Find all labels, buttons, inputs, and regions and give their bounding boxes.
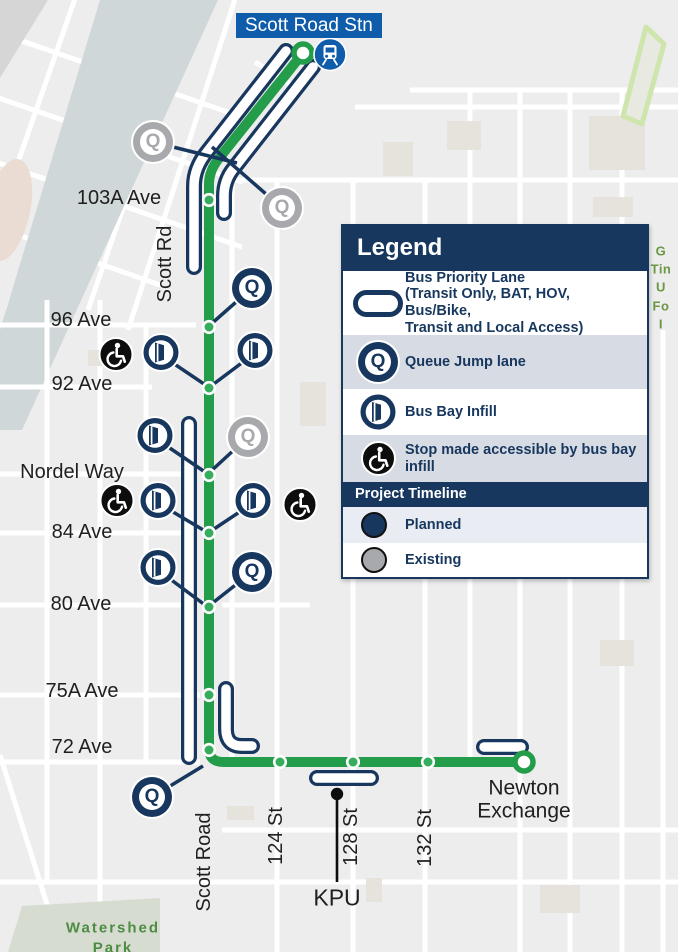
legend-row-accessible: Stop made accessible by bus bay infill bbox=[343, 435, 647, 482]
legend-label: Queue Jump lane bbox=[405, 353, 526, 370]
map-label-72-ave: 72 Ave bbox=[51, 736, 113, 759]
busbay-icon bbox=[141, 333, 181, 378]
legend-label: Bus Bay Infill bbox=[405, 403, 497, 420]
legend-panel: Legend Bus Priority Lane (Transit Only, … bbox=[341, 224, 649, 579]
map-label-scott-rd: Scott Rd bbox=[154, 225, 177, 303]
bus-route-line bbox=[204, 49, 524, 767]
map-label-75a-ave: 75A Ave bbox=[45, 680, 119, 703]
project-timeline-title: Project Timeline bbox=[343, 482, 647, 507]
map-label-nordel-way: Nordel Way bbox=[20, 461, 124, 484]
legend-row-planned: Planned bbox=[343, 507, 647, 543]
watershed-park-area bbox=[8, 898, 160, 952]
legend-row-bus-priority: Bus Priority Lane (Transit Only, BAT, HO… bbox=[343, 269, 647, 336]
bus-bay-infill-icon bbox=[135, 416, 175, 455]
map-label-132-st: 132 St bbox=[414, 809, 437, 867]
queue-jump-icon-existing: Q bbox=[262, 188, 302, 228]
busbay-icon bbox=[138, 548, 178, 593]
map-label-128-st: 128 St bbox=[340, 808, 363, 866]
route-stop bbox=[201, 687, 217, 703]
queue-jump-icon-planned: Q bbox=[132, 777, 172, 817]
queue-jump-icon-planned: Q bbox=[232, 552, 272, 592]
bus-bay-infill-icon bbox=[358, 392, 398, 432]
bus-priority-lane-icon bbox=[351, 289, 405, 317]
legend-row-queue-jump: Q Queue Jump lane bbox=[343, 335, 647, 389]
park-area-outline bbox=[620, 24, 667, 127]
legend-row-bus-bay: Bus Bay Infill bbox=[343, 389, 647, 435]
q-letter: Q bbox=[239, 275, 265, 301]
queue-jump-icon-existing: Q bbox=[228, 417, 268, 457]
wheelchair-icon bbox=[282, 487, 318, 522]
map-label-124-st: 124 St bbox=[265, 807, 288, 865]
terrain-patch bbox=[0, 158, 33, 262]
queue-jump-icon: Q bbox=[351, 342, 405, 382]
queue-jump-icon-planned: Q bbox=[232, 268, 272, 308]
wheelchair-icon bbox=[98, 337, 134, 372]
bus-bay-infill-icon bbox=[138, 481, 178, 520]
route-termini bbox=[291, 41, 536, 774]
busbay-icon bbox=[138, 481, 178, 526]
existing-dot-icon bbox=[361, 547, 405, 573]
train-icon bbox=[313, 37, 347, 77]
map-label-kpu: KPU bbox=[313, 884, 361, 911]
busbay-icon bbox=[233, 481, 273, 526]
busbay-icon bbox=[235, 331, 275, 376]
legend-label: Stop made accessible by bus bay infill bbox=[405, 441, 637, 475]
route-stop bbox=[345, 754, 361, 770]
corner-shape bbox=[0, 0, 48, 78]
wheelchair-icon bbox=[99, 483, 135, 518]
q-letter: Q bbox=[140, 129, 166, 155]
map-label-80-ave: 80 Ave bbox=[50, 593, 112, 616]
queue-jump-icon-existing: Q bbox=[133, 122, 173, 162]
route-stop bbox=[201, 742, 217, 758]
map-label-84-ave: 84 Ave bbox=[51, 521, 113, 544]
route-stop bbox=[201, 467, 217, 483]
legend-label: Existing bbox=[405, 551, 462, 568]
legend-title: Legend bbox=[343, 226, 647, 271]
map-label-watershed: Watershed Park bbox=[65, 919, 161, 952]
q-letter: Q bbox=[269, 195, 295, 221]
legend-label: Bus Priority Lane (Transit Only, BAT, HO… bbox=[405, 269, 584, 336]
map-label-103a-ave: 103A Ave bbox=[76, 187, 162, 210]
legend-row-existing: Existing bbox=[343, 543, 647, 577]
q-letter: Q bbox=[239, 559, 265, 585]
wheelchair-icon bbox=[98, 336, 135, 378]
route-terminus bbox=[291, 41, 315, 65]
route-stop bbox=[201, 380, 217, 396]
bus-bay-infill-icon bbox=[141, 333, 181, 372]
map-label-newton: Newton Exchange bbox=[477, 776, 571, 822]
q-letter: Q bbox=[139, 784, 165, 810]
q-letter: Q bbox=[235, 424, 261, 450]
wheelchair-icon bbox=[282, 486, 319, 528]
station-banner-label: Scott Road Stn bbox=[245, 14, 373, 36]
route-stop bbox=[272, 754, 288, 770]
route-terminus bbox=[512, 750, 536, 774]
kpu-marker bbox=[330, 787, 344, 882]
route-stop bbox=[201, 319, 217, 335]
route-stop bbox=[201, 192, 217, 208]
train-station-icon bbox=[313, 37, 347, 72]
map-label-96-ave: 96 Ave bbox=[50, 309, 112, 332]
route-stops bbox=[201, 192, 436, 770]
station-banner: Scott Road Stn bbox=[236, 13, 382, 38]
map-label-g: G Tin U Fo I bbox=[650, 243, 672, 332]
legend-label: Planned bbox=[405, 516, 462, 533]
map-label-92-ave: 92 Ave bbox=[51, 373, 113, 396]
bus-bay-infill-icon bbox=[233, 481, 273, 520]
bus-bay-infill-icon bbox=[235, 331, 275, 370]
map-label-scott-road: Scott Road bbox=[193, 812, 216, 912]
route-stop bbox=[420, 754, 436, 770]
route-stop bbox=[201, 525, 217, 541]
route-stop bbox=[201, 599, 217, 615]
planned-dot-icon bbox=[361, 512, 405, 538]
wheelchair-icon bbox=[360, 441, 396, 476]
wheelchair-icon bbox=[99, 482, 136, 524]
bus-bay-infill-icon bbox=[138, 548, 178, 587]
busbay-icon bbox=[135, 416, 175, 461]
